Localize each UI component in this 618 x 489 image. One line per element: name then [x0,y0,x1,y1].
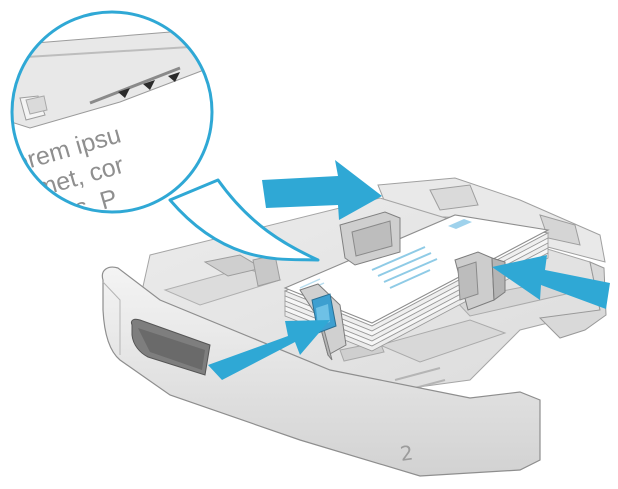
arrow-back-guide [262,160,382,220]
triangle-marker [118,88,130,98]
triangle-marker [143,80,155,90]
arrow-right-guide [492,255,610,309]
left-width-guide[interactable] [299,283,347,361]
triangle-marker [168,72,180,82]
arrow-left-guide [208,320,330,380]
stamp-mark [448,219,472,229]
back-guide[interactable] [339,211,401,266]
address-lines [371,246,438,289]
zoom-callout: orem ipsu amet, cor lacus. P [10,10,320,262]
tray-number-label: 2 [399,440,415,466]
envelope-stack [283,214,550,352]
